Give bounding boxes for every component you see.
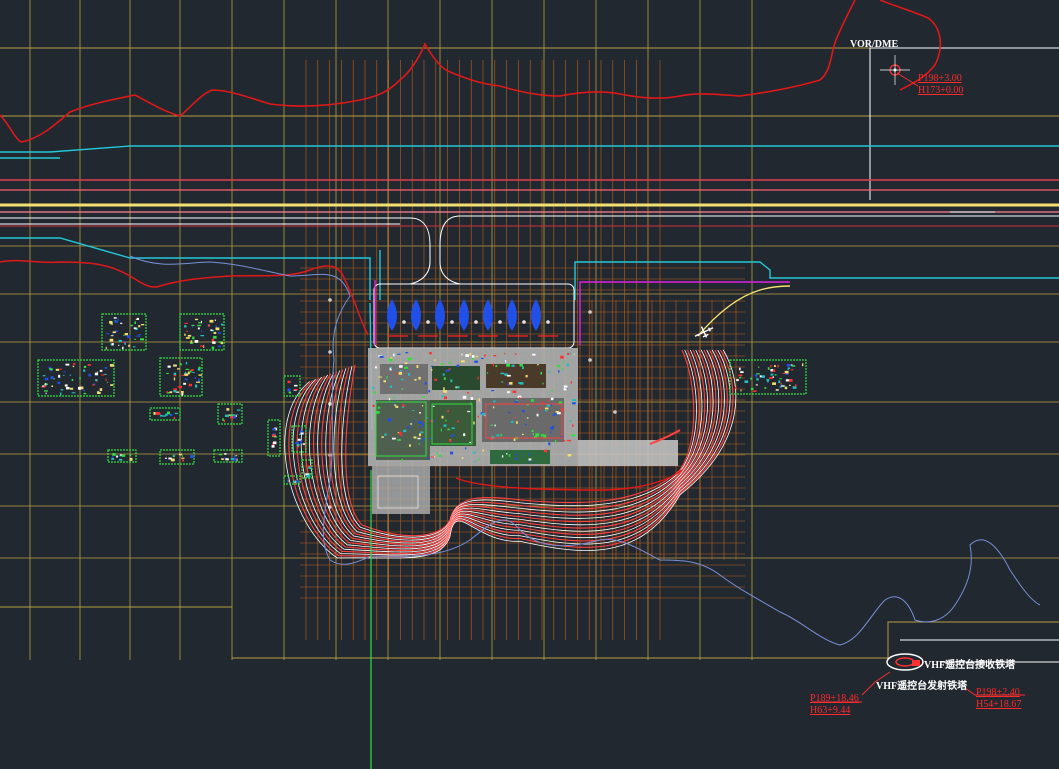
antenna-tower-icon[interactable] (886, 653, 924, 671)
vor-leader-line (896, 72, 919, 87)
aircraft-stands (328, 298, 617, 509)
support-buildings (37, 313, 807, 485)
terrain-contour-top (0, 0, 856, 143)
rx-coordinate-h: H54+18.67 (976, 699, 1022, 710)
access-road-arc (697, 285, 791, 337)
tx-coordinate-h: H63+9.44 (810, 705, 851, 716)
airside-boundary (374, 280, 790, 345)
terminal-area (368, 348, 678, 514)
river-lines (129, 255, 1041, 646)
terrain-contour-middle (0, 259, 369, 336)
vor-coordinate-h: H173+0.00 (918, 85, 964, 96)
terminal-detail (372, 352, 577, 463)
vhf-transmitter-tower-label: VHF遥控台发射铁塔 (876, 681, 968, 692)
vhf-receiver-tower-label: VHF遥控台接收铁塔 (924, 660, 1016, 671)
embankment-contours (284, 349, 737, 559)
aircraft-icon[interactable] (692, 322, 715, 341)
vor-coordinate-p: P198+3.00 (918, 73, 962, 84)
tx-coordinate-p: P189+18.46 (810, 693, 859, 704)
vhf-leader-lines (812, 671, 1025, 703)
rx-coordinate-p: P198+2.40 (976, 687, 1020, 698)
vor-station-icon[interactable] (880, 55, 910, 85)
runway-strip-lines (0, 179, 1059, 227)
boundary-lines (0, 47, 1059, 663)
earthwork-grid (300, 60, 745, 640)
vor-dme-label: VOR/DME (850, 39, 899, 50)
taxiway-outlines (0, 211, 1059, 349)
base-grid (0, 0, 1059, 660)
terrain-contour-right (879, 0, 942, 91)
